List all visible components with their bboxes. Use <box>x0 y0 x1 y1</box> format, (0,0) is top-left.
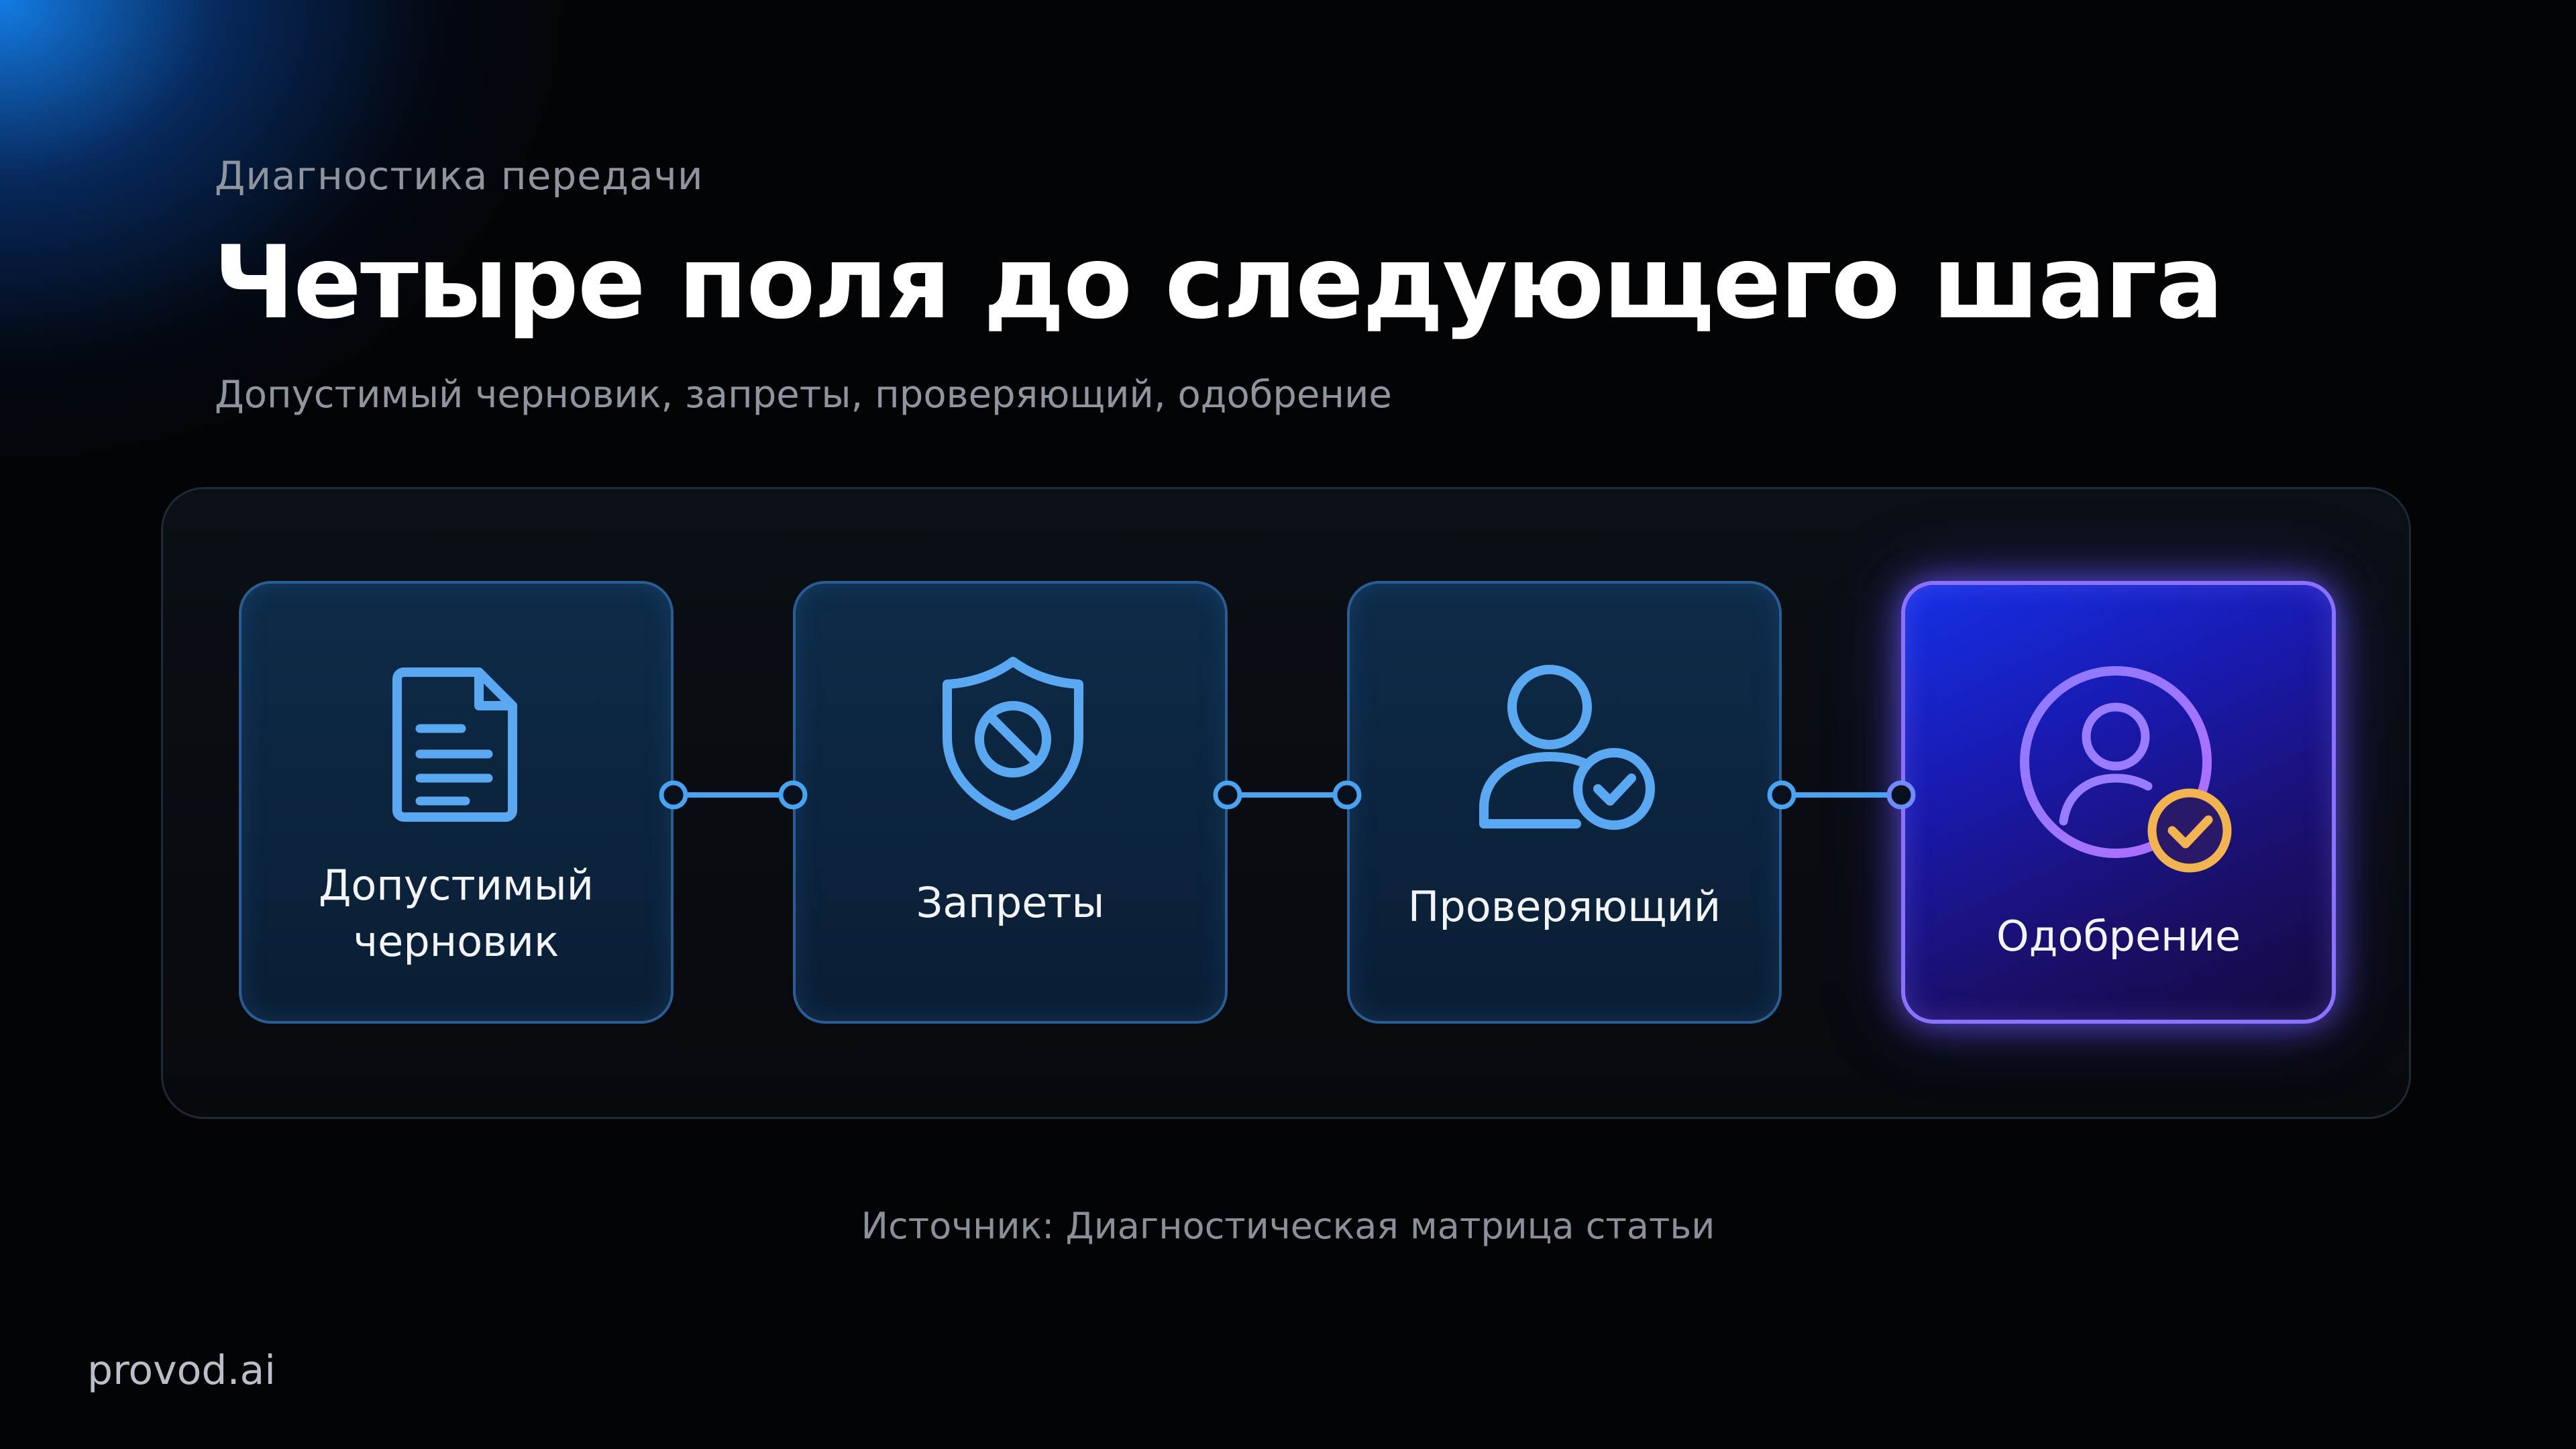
user-circle-check-icon <box>2020 666 2232 873</box>
subtitle: Допустимый черновик, запреты, проверяющи… <box>215 373 1392 417</box>
connector-1-2 <box>659 780 808 810</box>
shield-ban-icon <box>943 657 1083 820</box>
connector-2-3 <box>1213 780 1362 810</box>
connector-3-4 <box>1767 780 1916 810</box>
step-card-draft: Допустимый черновик <box>239 581 674 1024</box>
step-card-prohibitions: Запреты <box>793 581 1228 1024</box>
step-card-reviewer: Проверяющий <box>1347 581 1782 1024</box>
user-check-icon <box>1479 665 1655 830</box>
step-label: Одобрение <box>1996 912 2241 961</box>
brand-logo: provod.ai <box>87 1347 276 1394</box>
source-note: Источник: Диагностическая матрица статьи <box>861 1205 1715 1247</box>
step-label: Запреты <box>916 878 1105 927</box>
step-label: Допустимый черновик <box>318 861 594 966</box>
document-icon <box>392 667 517 822</box>
step-label: Проверяющий <box>1407 882 1721 931</box>
page-title: Четыре поля до следующего шага <box>213 225 2224 341</box>
step-card-approval: Одобрение <box>1901 581 2336 1024</box>
eyebrow: Диагностика передачи <box>215 153 704 199</box>
